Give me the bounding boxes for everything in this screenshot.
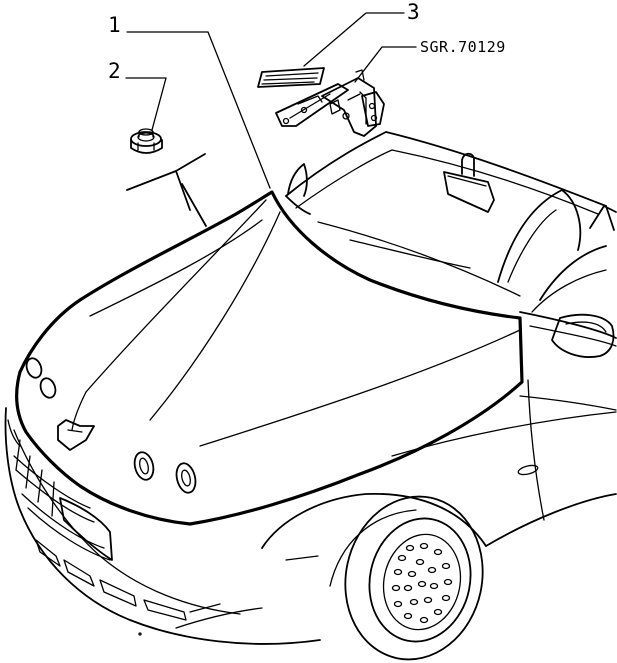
reference-code-label: SGR.70129 [420,38,506,56]
callout-label-3: 3 [407,0,420,24]
leader-ref [354,46,417,83]
rim-holes [391,542,453,624]
leader-1 [126,31,271,189]
car-body [4,379,617,645]
seal-pad-icon [257,67,325,88]
callout-leaders [125,12,417,189]
windshield-cabin [285,131,617,358]
bolt-nut-icon [130,128,163,154]
hinge-assembly-icon [275,69,385,137]
callout-label-2: 2 [108,59,121,83]
callout-label-1: 1 [108,13,121,37]
wheel-icon [344,495,484,661]
hood-outline-icon [15,190,524,526]
leader-3 [303,12,405,67]
leader-2 [125,77,167,131]
release-bracket-icon [126,153,207,227]
